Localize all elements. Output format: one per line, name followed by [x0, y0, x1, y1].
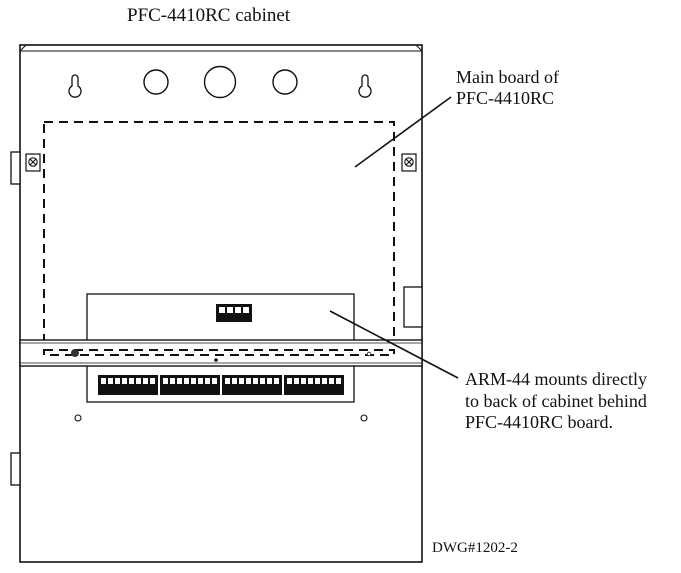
arm44-callout-line-1: ARM-44 mounts directly: [465, 369, 647, 389]
lower-hole-right: [360, 414, 368, 422]
arm44-callout: ARM-44 mounts directly to back of cabine…: [465, 369, 647, 434]
arm44-connector: [216, 304, 252, 322]
terminal-block-3: [222, 375, 282, 395]
terminal-block-4: [284, 375, 344, 395]
main-board-callout-line-1: Main board of: [456, 67, 559, 87]
diagram-title: PFC-4410RC cabinet: [127, 5, 291, 26]
lower-hole-left: [74, 414, 82, 422]
right-screw: [401, 153, 417, 172]
mounting-rail: [19, 339, 423, 367]
left-hinge-lower: [10, 452, 21, 486]
knockout-center: [203, 65, 237, 99]
drawing-number: DWG#1202-2: [432, 540, 518, 556]
main-board-callout-line-2: PFC-4410RC: [456, 87, 555, 108]
left-screw: [25, 153, 41, 172]
main-board-leader-line: [354, 96, 452, 168]
knockout-right: [272, 69, 298, 95]
left-hinge-upper: [10, 151, 21, 185]
terminal-block-1: [98, 375, 158, 395]
keyhole-slot-left: [68, 74, 82, 98]
arm44-leader-line: [329, 310, 459, 379]
terminal-block-2: [160, 375, 220, 395]
right-latch: [403, 286, 423, 328]
arm44-callout-line-3: PFC-4410RC board.: [465, 412, 614, 433]
arm44-callout-line-2: to back of cabinet behind: [465, 390, 647, 411]
keyhole-slot-right: [358, 74, 372, 98]
knockout-left: [143, 69, 169, 95]
main-board-callout: Main board of PFC-4410RC: [456, 67, 559, 108]
